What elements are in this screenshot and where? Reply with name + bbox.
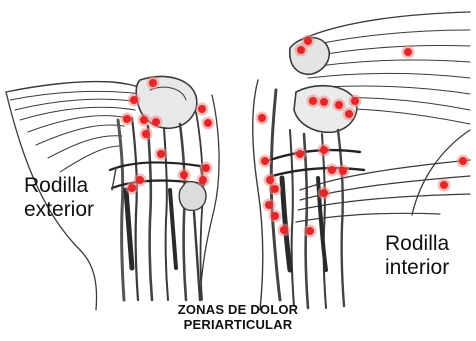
pain-point <box>256 112 269 125</box>
pain-point <box>202 117 215 130</box>
pain-point <box>318 144 331 157</box>
pain-point <box>178 169 191 182</box>
pain-point <box>269 210 282 223</box>
pain-point <box>333 99 346 112</box>
pain-point <box>121 113 134 126</box>
pain-point <box>138 114 151 127</box>
label-rodilla-interior: Rodilla interior <box>385 232 449 280</box>
pain-point <box>307 95 320 108</box>
pain-point <box>140 128 153 141</box>
pain-point <box>294 148 307 161</box>
label-interior-line1: Rodilla <box>385 232 449 256</box>
caption-line2: PERIARTICULAR <box>0 317 476 332</box>
pain-point <box>326 164 339 177</box>
pain-point <box>126 182 139 195</box>
figure-caption: ZONAS DE DOLOR PERIARTICULAR <box>0 302 476 332</box>
pain-point <box>200 162 213 175</box>
pain-point <box>155 148 168 161</box>
label-rodilla-exterior: Rodilla exterior <box>24 174 94 222</box>
pain-point <box>150 116 163 129</box>
pain-point <box>318 187 331 200</box>
pain-point <box>438 179 451 192</box>
pain-point <box>197 174 210 187</box>
pain-point <box>278 224 291 237</box>
pain-point <box>269 183 282 196</box>
pain-point <box>295 44 308 57</box>
label-exterior-line1: Rodilla <box>24 174 94 198</box>
pain-point <box>128 94 141 107</box>
pain-point <box>318 96 331 109</box>
pain-point <box>304 225 317 238</box>
pain-point <box>337 165 350 178</box>
pain-point <box>196 103 209 116</box>
pain-point <box>402 46 415 59</box>
caption-line1: ZONAS DE DOLOR <box>0 302 476 317</box>
pain-point <box>259 155 272 168</box>
label-interior-line2: interior <box>385 256 449 280</box>
pain-point <box>349 95 362 108</box>
label-exterior-line2: exterior <box>24 198 94 222</box>
pain-point <box>263 199 276 212</box>
pain-point <box>147 77 160 90</box>
pain-point <box>343 108 356 121</box>
pain-point <box>457 155 470 168</box>
